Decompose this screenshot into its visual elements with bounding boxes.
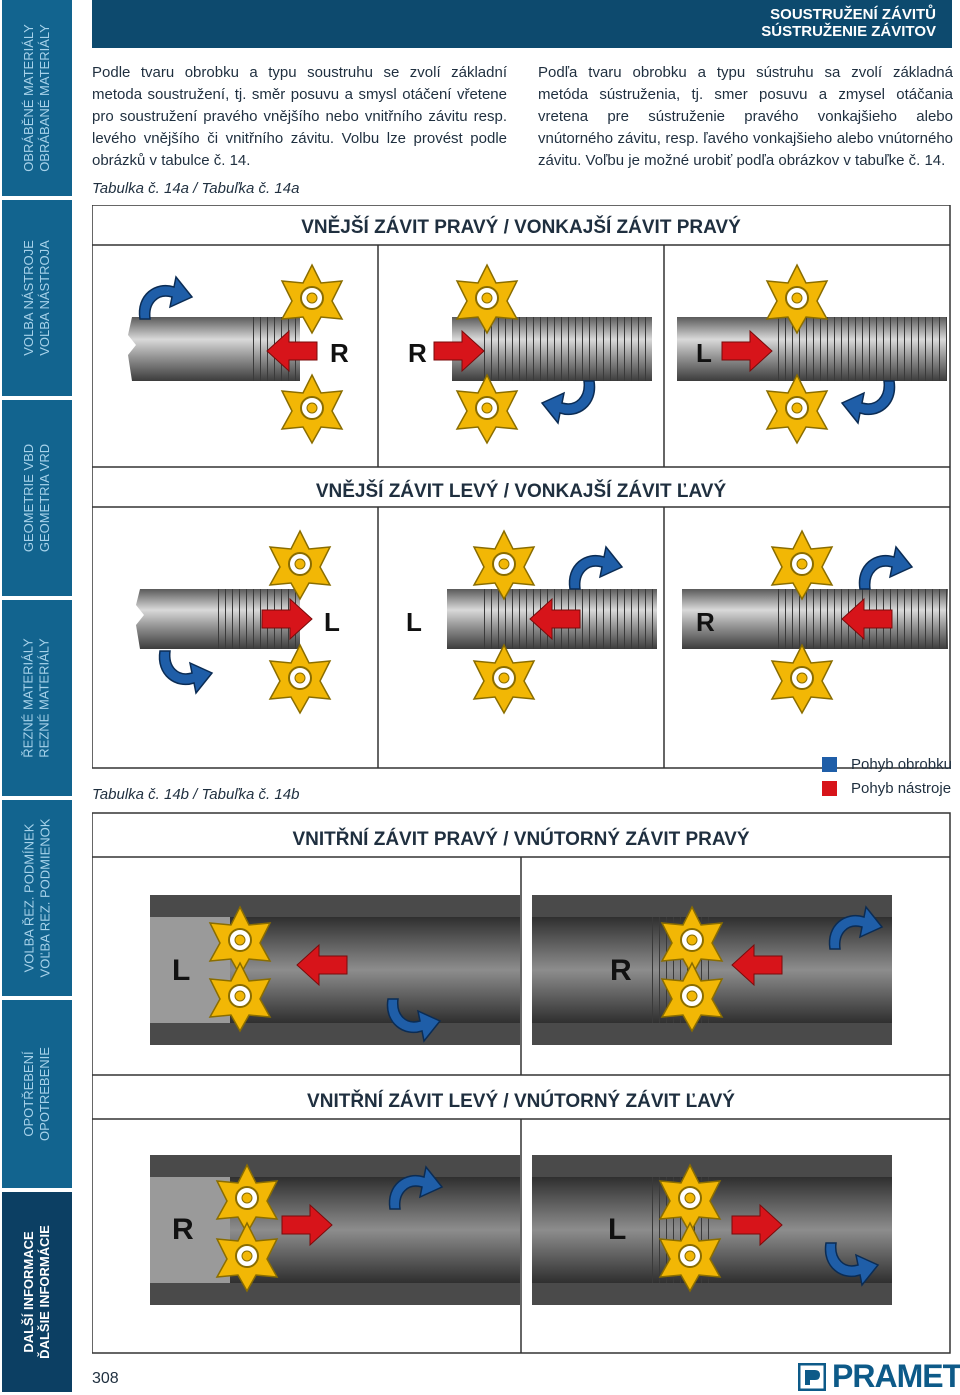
section-title-external-right: VNĚJŠÍ ZÁVIT PRAVÝ / VONKAJŠÍ ZÁVIT PRAV… — [301, 216, 741, 238]
cell-internal-right-2: R — [532, 895, 892, 1045]
cell-label: L — [696, 338, 712, 368]
tab-label: OPOTREBENIE — [37, 1047, 53, 1141]
table-caption-a: Tabulka č. 14a / Tabuľka č. 14a — [92, 180, 300, 197]
legend-label: Pohyb obrobku — [851, 755, 952, 773]
tool-swatch — [822, 780, 837, 796]
cell-label: R — [610, 954, 632, 987]
cell-label: L — [608, 1213, 626, 1246]
cell-label: R — [408, 338, 427, 368]
cell-internal-right-1: L — [150, 895, 520, 1045]
page-title-cz: SOUSTRUŽENÍ ZÁVITŮ — [770, 6, 936, 23]
cell-label: R — [696, 607, 715, 637]
cell-internal-left-2: L — [532, 1155, 892, 1305]
tab-label: VOLBA ŘEZ. PODMÍNEK — [21, 823, 36, 973]
cell-external-left-3: R — [682, 530, 948, 714]
cell-internal-left-1: R — [150, 1155, 520, 1305]
intro-text-sk: Podľa tvaru obrobku a typu sústruhu sa z… — [538, 64, 953, 169]
table-caption-b: Tabulka č. 14b / Tabuľka č. 14b — [92, 786, 300, 803]
cell-label: R — [330, 338, 349, 368]
legend-tool: Pohyb nástroje — [822, 776, 952, 800]
cell-label: L — [172, 954, 190, 987]
page-title-sk: SÚSTRUŽENIE ZÁVITOV — [761, 23, 936, 40]
page-header: SOUSTRUŽENÍ ZÁVITŮ SÚSTRUŽENIE ZÁVITOV — [92, 0, 952, 48]
legend-label: Pohyb nástroje — [851, 779, 952, 797]
tab-label: VOĽBA REZ. PODMIENOK — [37, 818, 52, 978]
pramet-logo: PRAMET — [798, 1358, 960, 1395]
tab-label: OPOTŘEBENÍ — [21, 1051, 37, 1137]
thread-turning-diagram: VNĚJŠÍ ZÁVIT PRAVÝ / VONKAJŠÍ ZÁVIT PRAV… — [92, 205, 951, 1354]
tab-label: ŘEZNÉ MATERIÁLY — [21, 638, 36, 758]
tab-label: VOLBA NÁSTROJE — [21, 240, 36, 356]
workpiece-swatch — [822, 756, 837, 772]
tab-label: OBRÁBANÉ MATERIÁLY — [37, 24, 53, 172]
pramet-logo-icon — [798, 1362, 826, 1391]
tab-label: ĎALŠIE INFORMÁCIE — [37, 1225, 52, 1359]
page-number: 308 — [92, 1370, 119, 1387]
section-title-external-left: VNĚJŠÍ ZÁVIT LEVÝ / VONKAJŠÍ ZÁVIT ĽAVÝ — [316, 480, 727, 502]
cell-label: L — [324, 607, 340, 637]
tab-label: GEOMETRIE VBD — [21, 443, 37, 553]
tab-label: GEOMETRIA VRD — [37, 443, 53, 553]
legend: Pohyb obrobku Pohyb nástroje — [822, 752, 952, 800]
intro-text-cz: Podle tvaru obrobku a typu soustruhu se … — [92, 64, 507, 169]
cell-external-left-1: L — [130, 530, 340, 714]
cell-external-right-2: R — [408, 264, 652, 444]
cell-label: L — [406, 607, 422, 637]
cell-external-right-3: L — [677, 264, 947, 444]
tab-label: DALŠÍ INFORMACE — [21, 1231, 36, 1353]
cell-external-left-2: L — [406, 530, 657, 714]
cell-external-right-1: R — [122, 264, 349, 444]
section-title-internal-left: VNITŘNÍ ZÁVIT LEVÝ / VNÚTORNÝ ZÁVIT ĽAVÝ — [307, 1090, 735, 1112]
section-title-internal-right: VNITŘNÍ ZÁVIT PRAVÝ / VNÚTORNÝ ZÁVIT PRA… — [292, 828, 749, 850]
cell-label: R — [172, 1213, 194, 1246]
tab-label: VOĽBA NÁSTROJA — [37, 240, 52, 356]
tab-label: REZNÉ MATERIÁLY — [37, 638, 52, 758]
tab-label: OBRÁBĚNÉ MATERIÁLY — [21, 24, 37, 172]
legend-workpiece: Pohyb obrobku — [822, 752, 952, 776]
logo-text: PRAMET — [832, 1358, 960, 1394]
